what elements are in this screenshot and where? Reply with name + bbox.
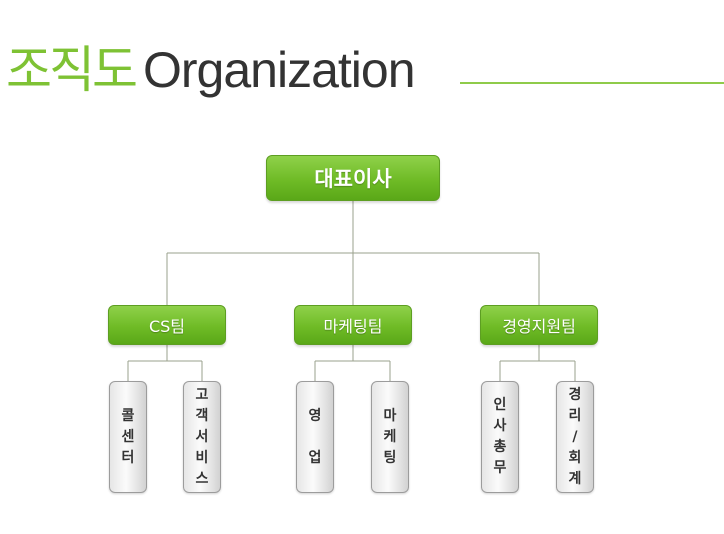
unit-label: 마 케 팅: [383, 407, 397, 466]
unit-label: 고 객 서 비 스: [195, 386, 209, 487]
node-ceo: 대표이사: [266, 155, 440, 201]
page-title: 조직도 Organization: [6, 30, 415, 99]
node-unit-marketing: 마 케 팅: [371, 381, 409, 493]
node-team-management-support: 경영지원팀: [480, 305, 598, 345]
title-underline: [460, 82, 724, 84]
unit-label: 경 리 / 회 계: [568, 386, 582, 487]
unit-label: 영 업: [308, 407, 322, 466]
title-english: Organization: [143, 42, 415, 98]
unit-label: 인 사 총 무: [493, 397, 507, 476]
unit-label: 콜 센 터: [121, 407, 135, 466]
node-unit-accounting: 경 리 / 회 계: [556, 381, 594, 493]
node-unit-customer-service: 고 객 서 비 스: [183, 381, 221, 493]
node-team-marketing: 마케팅팀: [294, 305, 412, 345]
node-unit-hr-general-affairs: 인 사 총 무: [481, 381, 519, 493]
node-unit-sales: 영 업: [296, 381, 334, 493]
node-team-cs: CS팀: [108, 305, 226, 345]
node-unit-call-center: 콜 센 터: [109, 381, 147, 493]
title-korean: 조직도: [6, 41, 138, 99]
